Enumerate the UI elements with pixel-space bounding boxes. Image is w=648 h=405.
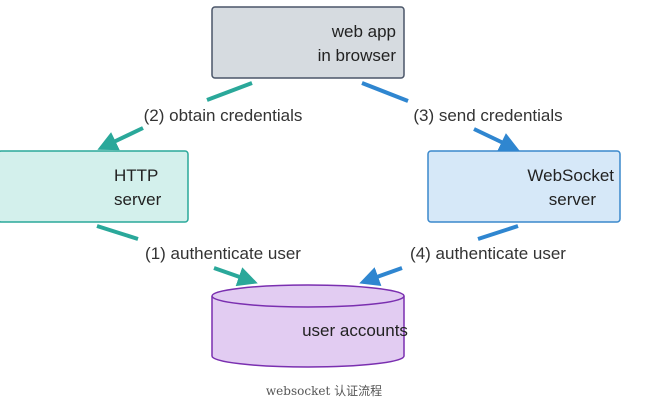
send-credentials-label: (3) send credentials: [413, 106, 562, 125]
http-server-label-line1: HTTP: [114, 166, 158, 185]
edge-send-credentials: (3) send credentials: [361, 81, 563, 152]
figure-caption: websocket 认证流程: [265, 384, 383, 398]
send-credentials-line-upper: [361, 81, 409, 103]
obtain-credentials-arrow: [97, 126, 144, 151]
http-server-label-line2: server: [114, 190, 162, 209]
web-app-box: [211, 6, 405, 79]
user-accounts-label: user accounts: [302, 321, 408, 340]
http-server-box: [0, 150, 189, 223]
authenticate-ws-line-upper: [477, 224, 519, 241]
web-app-node: web app in browser: [211, 6, 405, 79]
edge-authenticate-ws: (4) authenticate user: [359, 224, 566, 287]
websocket-server-label-line2: server: [549, 190, 597, 209]
database-top: [211, 284, 405, 308]
user-accounts-database: user accounts: [211, 284, 408, 368]
web-app-label-line2: in browser: [318, 46, 397, 65]
authenticate-ws-arrow: [359, 266, 403, 287]
obtain-credentials-line-upper: [206, 81, 253, 102]
authenticate-http-line-upper: [96, 224, 139, 241]
websocket-server-label-line1: WebSocket: [527, 166, 614, 185]
websocket-server-node: WebSocket server: [427, 150, 621, 223]
authenticate-http-arrow: [213, 266, 258, 287]
websocket-server-box: [427, 150, 621, 223]
web-app-label-line1: web app: [331, 22, 396, 41]
authenticate-http-label: (1) authenticate user: [145, 244, 301, 263]
authenticate-ws-label: (4) authenticate user: [410, 244, 566, 263]
http-server-node: HTTP server: [0, 150, 189, 223]
database-body: [211, 296, 405, 368]
send-credentials-arrow: [473, 127, 520, 152]
obtain-credentials-label: (2) obtain credentials: [144, 106, 303, 125]
edge-obtain-credentials: (2) obtain credentials: [97, 81, 303, 151]
edge-authenticate-http: (1) authenticate user: [96, 224, 301, 287]
